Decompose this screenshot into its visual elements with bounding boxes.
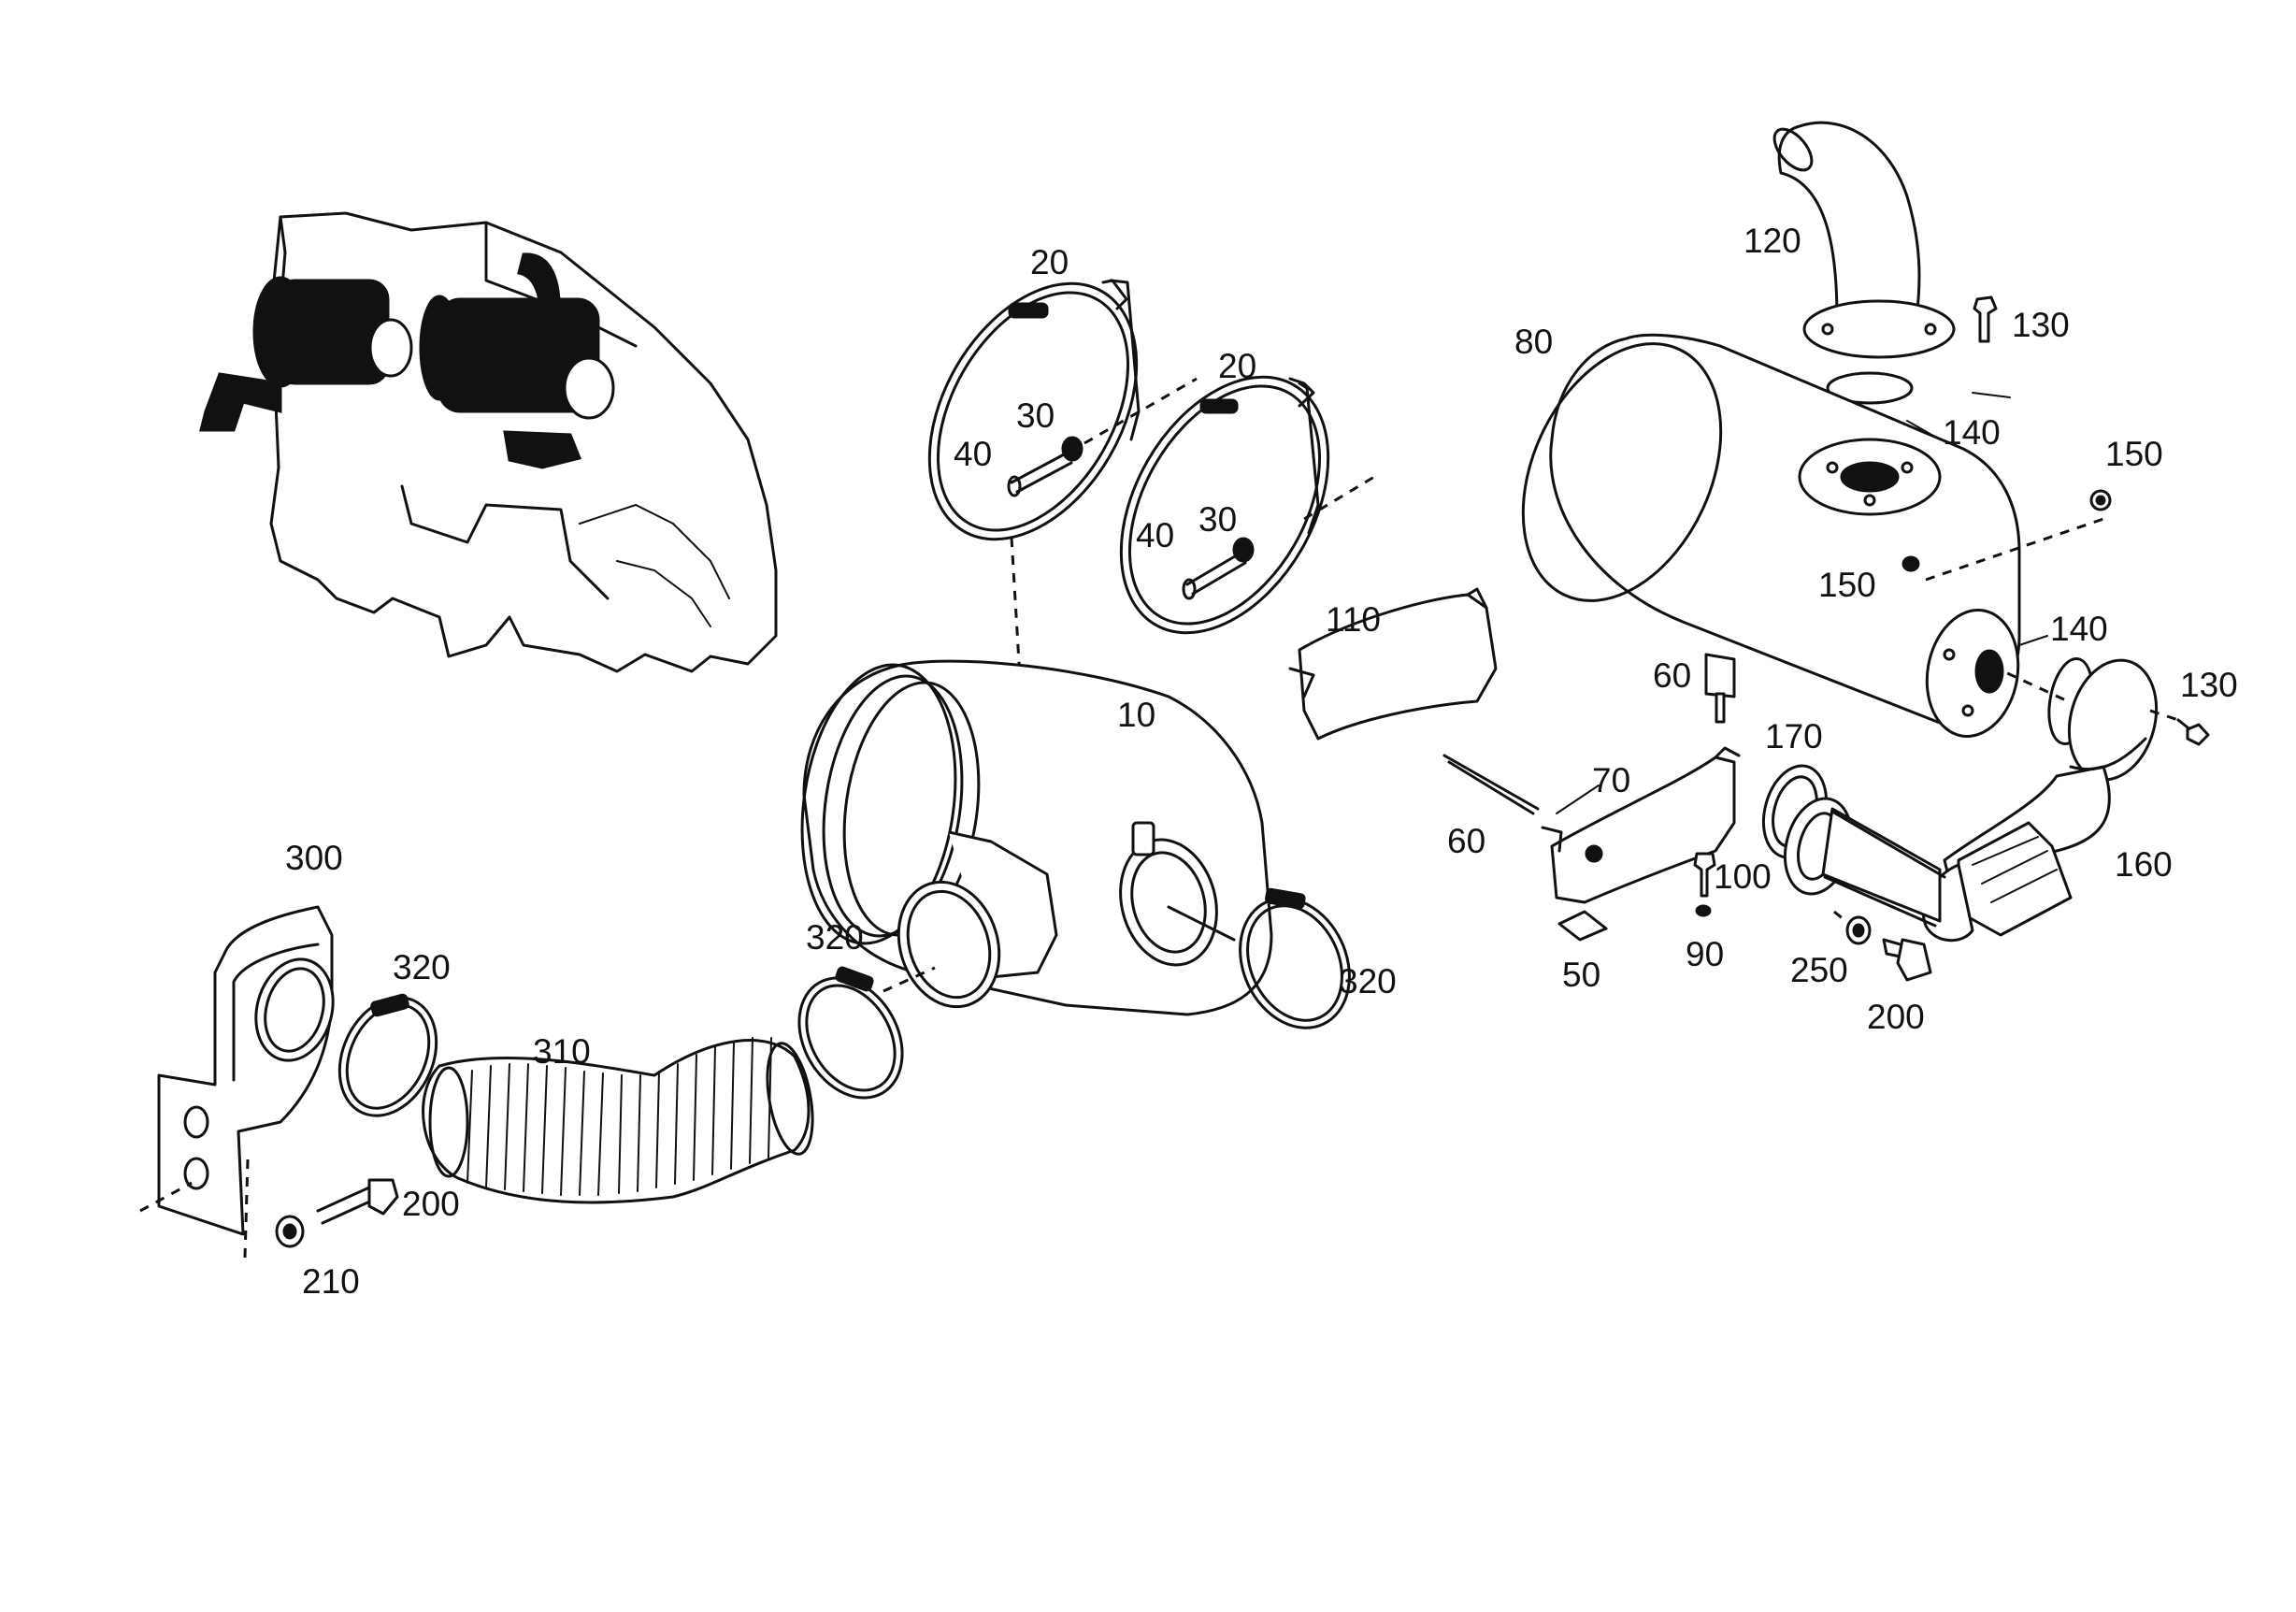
overview-cylinder-right	[419, 252, 615, 469]
callout-50: 50	[1562, 956, 1600, 994]
callout-160: 160	[2115, 845, 2173, 884]
callout-70: 70	[1592, 761, 1630, 799]
callout-140-top: 140	[1943, 413, 2001, 452]
callout-250: 250	[1790, 951, 1848, 989]
air-filter-housing-10	[800, 659, 1273, 1016]
callout-110: 110	[1326, 600, 1381, 639]
callout-310: 310	[533, 1032, 591, 1071]
hose-clamp-320-middle	[797, 966, 936, 1100]
bracket-300	[139, 905, 335, 1259]
callout-20-right: 20	[1218, 347, 1256, 385]
callout-60-upper: 60	[1653, 656, 1691, 695]
callout-40-left: 40	[954, 435, 992, 473]
callout-120: 120	[1744, 222, 1801, 260]
bolt-200-right	[1882, 938, 1932, 982]
callout-300: 300	[285, 839, 343, 877]
bracket-70	[1541, 746, 1741, 904]
callout-200-left: 200	[402, 1185, 460, 1223]
hose-clamp-320-right	[1239, 887, 1351, 1029]
callout-100: 100	[1714, 857, 1772, 896]
exhaust-pipe-120	[1772, 121, 1956, 359]
washer-250	[1833, 910, 1872, 945]
bolt-40-right	[1182, 475, 1375, 600]
callout-90: 90	[1686, 935, 1724, 973]
pin-60-lower	[1442, 754, 1540, 815]
hose-clamp-320-left	[337, 993, 438, 1117]
callout-150-right: 150	[2105, 435, 2163, 473]
machine-overview-illustration	[199, 211, 778, 673]
callout-60-lower: 60	[1447, 822, 1485, 860]
exhaust-pipe-100	[1784, 797, 1946, 928]
nut-30-left	[1061, 436, 1083, 462]
callout-80: 80	[1514, 323, 1553, 361]
bracket-110	[1288, 587, 1498, 741]
intake-hose-310	[422, 1037, 814, 1204]
bolt-130-right	[2176, 718, 2210, 746]
bolt-130-top	[1973, 295, 1998, 343]
callout-40-right: 40	[1136, 516, 1174, 554]
bolt-90	[1693, 852, 1716, 917]
bolt-200-left	[316, 1178, 399, 1225]
callout-30-left: 30	[1016, 396, 1055, 435]
callout-320-middle: 320	[806, 918, 864, 957]
band-clamp-20-right	[1119, 375, 1330, 635]
callout-170: 170	[1765, 717, 1823, 756]
callout-130-top: 130	[2012, 306, 2070, 344]
nut-30-right	[1232, 537, 1255, 563]
bolt-40-left	[1007, 377, 1198, 497]
callout-320-right: 320	[1339, 962, 1397, 1000]
nut-150-right	[2089, 489, 2112, 511]
callout-30-right: 30	[1198, 500, 1237, 539]
washer-210	[275, 1215, 305, 1248]
callout-200-right: 200	[1867, 998, 1925, 1036]
callout-labels: 10 20 20 30 30 40 40 50 60 60 70 80 90 1…	[285, 222, 2238, 1301]
overview-cylinder-left	[199, 276, 413, 432]
gasket-140-top	[1826, 371, 1914, 405]
isolator-60-upper	[1704, 653, 1736, 724]
callout-130-right: 130	[2180, 666, 2238, 704]
callout-210: 210	[302, 1262, 360, 1301]
leader-lines	[1556, 392, 2048, 814]
plate-50	[1557, 910, 1608, 942]
callout-320-left: 320	[393, 948, 451, 986]
callout-140-side: 140	[2050, 610, 2108, 648]
callout-150-center: 150	[1818, 566, 1876, 604]
callout-20-left: 20	[1030, 243, 1069, 281]
silencer-80	[1521, 333, 2104, 738]
callout-10: 10	[1117, 696, 1155, 734]
band-clamp-20-left	[927, 279, 1141, 541]
